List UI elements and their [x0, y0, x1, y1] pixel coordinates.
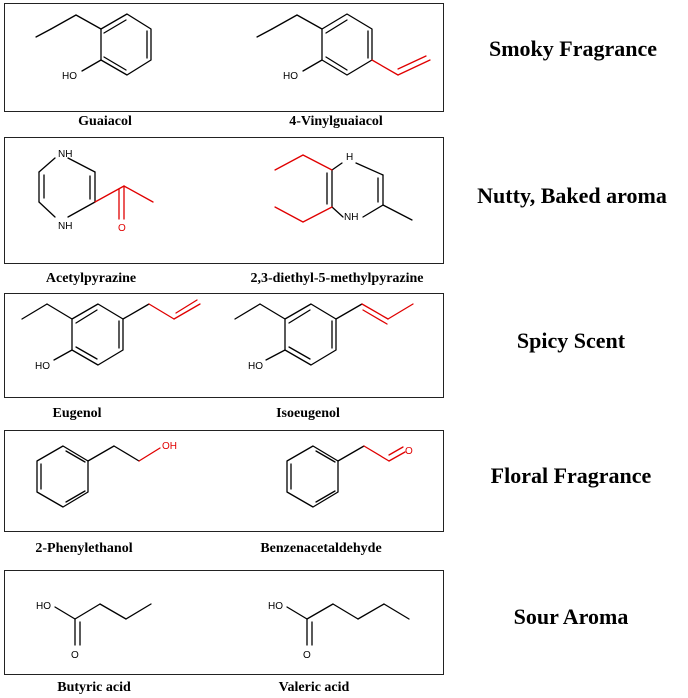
phenylethanol-structure: OH: [36, 441, 177, 508]
category-sour: Sour Aroma: [513, 604, 629, 629]
category-smoky: Smoky Fragrance: [488, 36, 658, 61]
valeric-acid-structure: HO O: [268, 601, 410, 661]
compound-name-guaiacol: Guaiacol: [78, 114, 132, 129]
category-floral: Floral Fragrance: [490, 463, 652, 488]
nh-label: NH: [58, 149, 72, 160]
isoeugenol-structure: HO: [234, 303, 414, 372]
hydroxyl-label: HO: [62, 71, 77, 82]
oxygen-label: O: [405, 446, 413, 457]
benzenacetaldehyde-structure: O: [286, 445, 413, 508]
oxygen-label: O: [303, 650, 311, 661]
panel-floral: [4, 430, 444, 532]
compound-name-valeric: Valeric acid: [278, 680, 350, 695]
diethylmethylpyrazine-structure: H NH: [274, 152, 413, 223]
hydroxyl-label: HO: [268, 601, 283, 612]
hydroxyl-label: OH: [162, 441, 177, 452]
compound-name-eugenol: Eugenol: [52, 406, 102, 421]
panel-smoky: [4, 3, 444, 112]
hydroxyl-label: HO: [35, 361, 50, 372]
vinylguaiacol-structure: HO: [256, 13, 431, 82]
compound-name-acetylpyrazine: Acetylpyrazine: [45, 271, 137, 286]
butyric-acid-structure: HO O: [36, 601, 152, 661]
h-label: H: [346, 152, 353, 163]
panel-spicy: [4, 293, 444, 398]
compound-name-vinylguaiacol: 4-Vinylguaiacol: [289, 114, 383, 129]
compound-name-isoeugenol: Isoeugenol: [276, 406, 340, 421]
category-nutty: Nutty, Baked aroma: [477, 183, 667, 208]
compound-name-benzenacetaldehyde: Benzenacetaldehyde: [260, 541, 382, 556]
compound-name-diethylmethylpyrazine: 2,3-diethyl-5-methylpyrazine: [250, 271, 424, 286]
acetylpyrazine-structure: NH NH O: [38, 149, 154, 234]
panel-sour: [4, 570, 444, 675]
oxygen-label: O: [71, 650, 79, 661]
panel-nutty: [4, 137, 444, 264]
oxygen-label: O: [118, 223, 126, 234]
category-spicy: Spicy Scent: [516, 328, 626, 353]
guaiacol-structure: HO: [35, 13, 152, 82]
nh-label: NH: [58, 221, 72, 232]
hydroxyl-label: HO: [283, 71, 298, 82]
compound-name-butyric: Butyric acid: [57, 680, 131, 695]
compound-name-phenylethanol: 2-Phenylethanol: [35, 541, 133, 556]
eugenol-structure: HO: [21, 299, 201, 372]
hydroxyl-label: HO: [36, 601, 51, 612]
nh-label: NH: [344, 212, 358, 223]
hydroxyl-label: HO: [248, 361, 263, 372]
